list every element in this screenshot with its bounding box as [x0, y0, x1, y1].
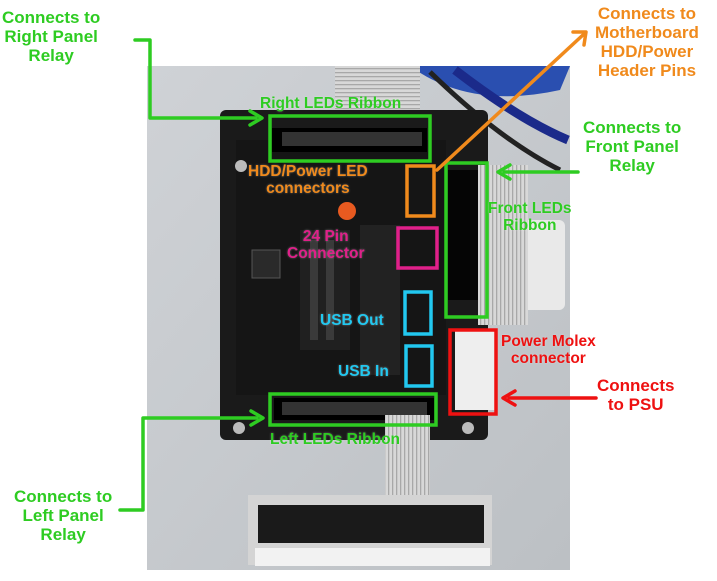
label-right-relay: Connects to Right Panel Relay: [2, 8, 101, 66]
arrow-left-relay: [118, 416, 259, 512]
label-front-ribbon: Front LEDs Ribbon: [488, 200, 572, 235]
label-left-ribbon: Left LEDs Ribbon: [270, 431, 401, 448]
label-24pin: 24 Pin Connector: [287, 228, 365, 263]
label-usb-out: USB Out: [320, 312, 384, 329]
usb-out-box: [403, 290, 433, 336]
usb-in-box: [404, 344, 434, 388]
hdd-header-box: [405, 164, 436, 218]
label-front-relay: Connects to Front Panel Relay: [583, 118, 682, 176]
front-ribbon-box: [444, 161, 489, 319]
label-hdd-led: HDD/Power LED connectors: [248, 163, 368, 198]
blue-wires: [410, 66, 570, 97]
label-motherboard: Connects to Motherboard HDD/Power Header…: [595, 4, 699, 81]
molex-plug: [455, 330, 495, 410]
molex-box: [448, 328, 498, 416]
label-molex: Power Molex connector: [501, 333, 596, 368]
screw-top-left: [235, 160, 247, 172]
right-ribbon-box: [268, 114, 432, 163]
label-usb-in: USB In: [338, 363, 389, 380]
screw-bottom-left: [233, 422, 245, 434]
screw-bottom-right: [462, 422, 474, 434]
label-right-ribbon: Right LEDs Ribbon: [260, 95, 402, 112]
bottom-ribbon-cable: [385, 415, 430, 505]
arrow-right-relay: [133, 38, 258, 120]
label-psu: Connects to PSU: [597, 376, 675, 415]
label-left-relay: Connects to Left Panel Relay: [14, 487, 113, 545]
arrow-motherboard: [435, 32, 586, 172]
pin24-box: [396, 226, 439, 270]
white-tube: [520, 220, 565, 310]
orange-capacitor: [338, 202, 356, 220]
left-ribbon-box: [268, 392, 438, 427]
front-leds-connector: [448, 170, 478, 300]
